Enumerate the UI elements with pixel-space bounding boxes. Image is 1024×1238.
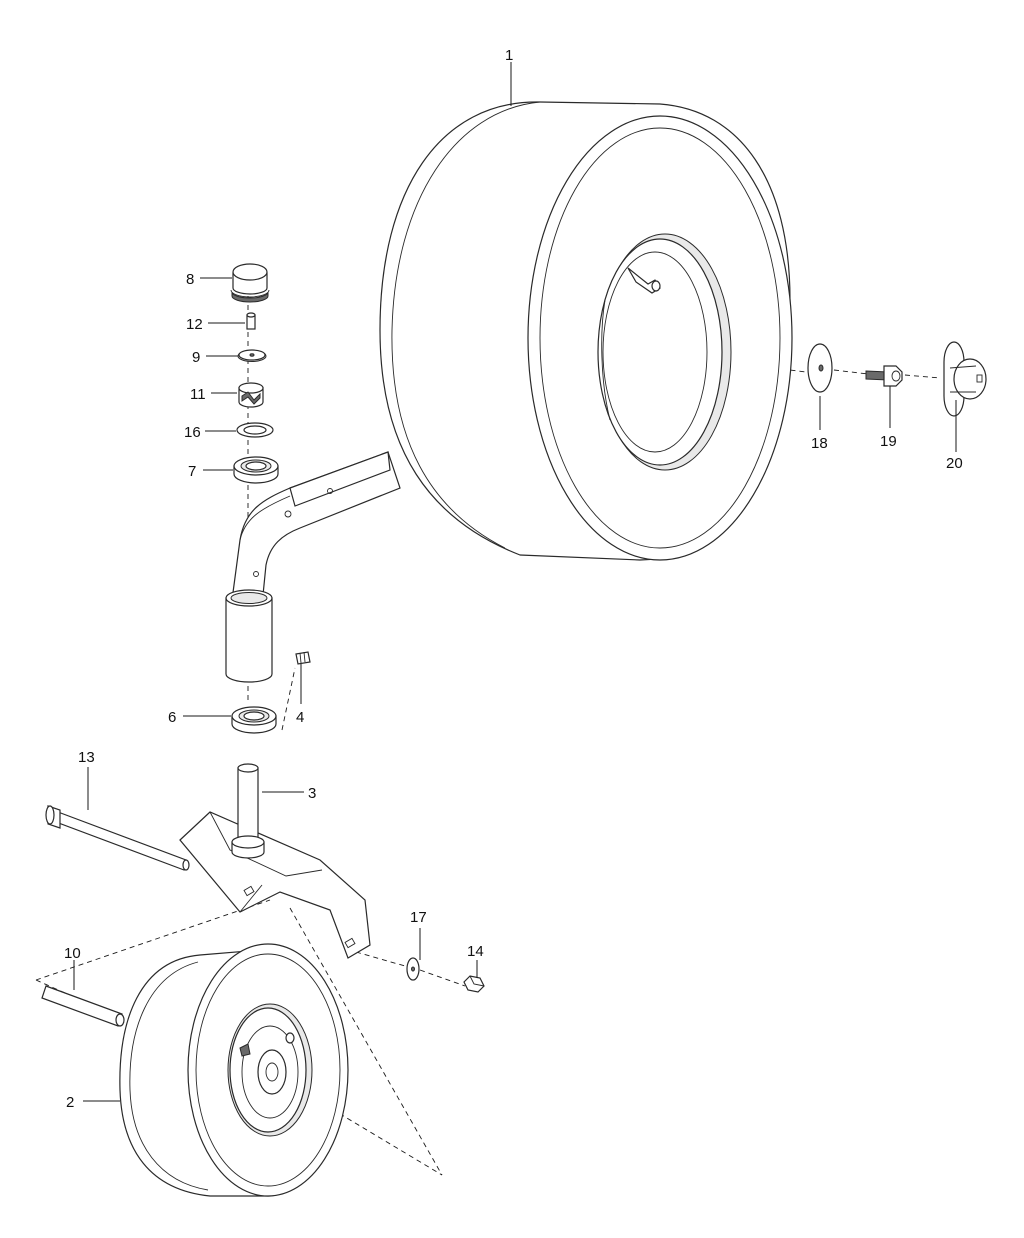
callout-1: 1 xyxy=(505,47,513,64)
callout-19: 19 xyxy=(880,433,897,450)
shim-washer xyxy=(236,422,274,438)
callout-9: 9 xyxy=(192,349,200,366)
lock-nut xyxy=(463,975,485,993)
callout-12: 12 xyxy=(186,316,203,333)
callout-2: 2 xyxy=(66,1094,74,1111)
leader-lines xyxy=(73,62,957,1102)
long-axle-bolt xyxy=(45,805,190,871)
caster-frame-arm xyxy=(231,451,401,606)
caster-spindle xyxy=(231,763,265,859)
hub-cap xyxy=(943,341,987,417)
lower-bearing xyxy=(231,706,277,734)
callout-14: 14 xyxy=(467,943,484,960)
callout-13: 13 xyxy=(78,749,95,766)
callout-10: 10 xyxy=(64,945,81,962)
axle-washer xyxy=(406,957,420,981)
grease-fitting xyxy=(295,651,311,665)
callout-17: 17 xyxy=(410,909,427,926)
callout-18: 18 xyxy=(811,435,828,452)
caster-wheel xyxy=(119,943,349,1197)
callout-11: 11 xyxy=(190,386,206,403)
wheel-spacer-tube xyxy=(41,985,125,1027)
caster-bearing-housing xyxy=(225,589,273,683)
callout-4: 4 xyxy=(296,709,304,726)
callout-8: 8 xyxy=(186,271,194,288)
bearing-spacer xyxy=(238,382,264,408)
callout-16: 16 xyxy=(184,424,201,441)
callout-6: 6 xyxy=(168,709,176,726)
upper-bearing xyxy=(233,456,279,484)
large-drive-wheel xyxy=(379,101,793,561)
callout-20: 20 xyxy=(946,455,963,472)
dust-cap xyxy=(230,263,270,303)
callout-3: 3 xyxy=(308,785,316,802)
hub-bolt xyxy=(865,365,903,387)
callout-numbers: 1 8 12 9 11 16 7 18 19 20 4 6 13 3 17 14… xyxy=(64,47,963,1111)
flat-washer xyxy=(237,349,267,362)
hub-washer xyxy=(807,343,833,393)
callout-7: 7 xyxy=(188,463,196,480)
small-bolt xyxy=(246,312,256,330)
caster-fork xyxy=(179,811,371,959)
